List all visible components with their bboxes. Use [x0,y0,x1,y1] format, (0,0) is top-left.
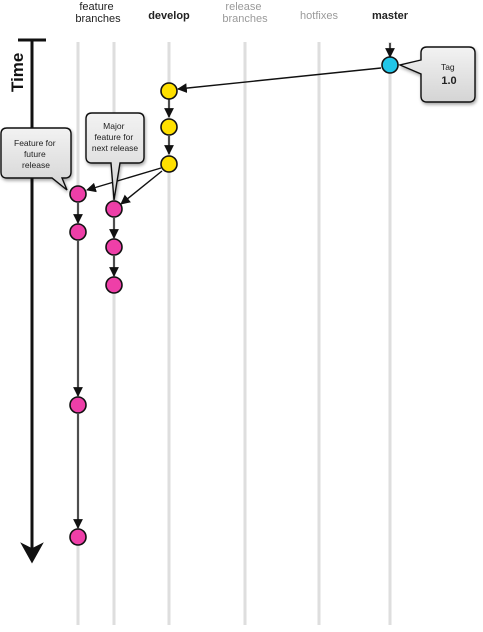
column-label-hotfixes: hotfixes [300,10,338,22]
column-label-release-line1: release [225,1,261,13]
future-feature-callout-text: Feature for future release [14,138,58,170]
column-label-develop: develop [148,10,190,22]
time-axis: Time [8,38,46,564]
column-label-release: release branches [222,1,268,25]
major-feature-callout-bubble [85,112,145,201]
feature-commit [105,276,123,294]
time-label: Time [8,53,27,92]
major-feature-callout-text: Major feature for next release [92,121,139,153]
column-label-master: master [372,10,409,22]
column-label-release-line2: branches [222,13,268,25]
develop-to-feature2-arrow [120,170,163,205]
commits [69,56,399,546]
commit-arrows [73,43,395,529]
tag-callout-text: Tag 1.0 [441,62,457,87]
future-feature-line3: release [22,160,50,170]
tag-label: Tag [441,62,455,72]
feature-commit [69,396,87,414]
feature-commit [105,200,123,218]
master-to-develop-arrow [177,67,382,93]
major-feature-line1: Major [103,121,124,131]
feature-commit [69,223,87,241]
develop-commit [160,118,178,136]
develop-to-feature1-arrow [86,167,162,193]
future-feature-callout-bubble [0,127,72,191]
future-feature-line2: future [24,149,46,159]
develop-commit [160,82,178,100]
column-label-feature-line1: feature [79,1,113,13]
future-feature-callout [0,127,72,191]
master-commit [381,56,399,74]
column-label-feature-line2: branches [75,13,121,25]
major-feature-line3: next release [92,143,139,153]
feature-commit [69,528,87,546]
tag-callout [397,46,476,103]
time-axis-arrowhead [20,542,44,564]
major-feature-line2: feature for [94,132,133,142]
major-feature-callout [85,112,145,201]
tag-callout-bubble [397,46,476,103]
develop-commit [160,155,178,173]
future-feature-line1: Feature for [14,138,56,148]
feature-commit [105,238,123,256]
column-label-feature: feature branches [75,1,121,25]
feature-commit [69,185,87,203]
tag-version: 1.0 [441,75,456,87]
